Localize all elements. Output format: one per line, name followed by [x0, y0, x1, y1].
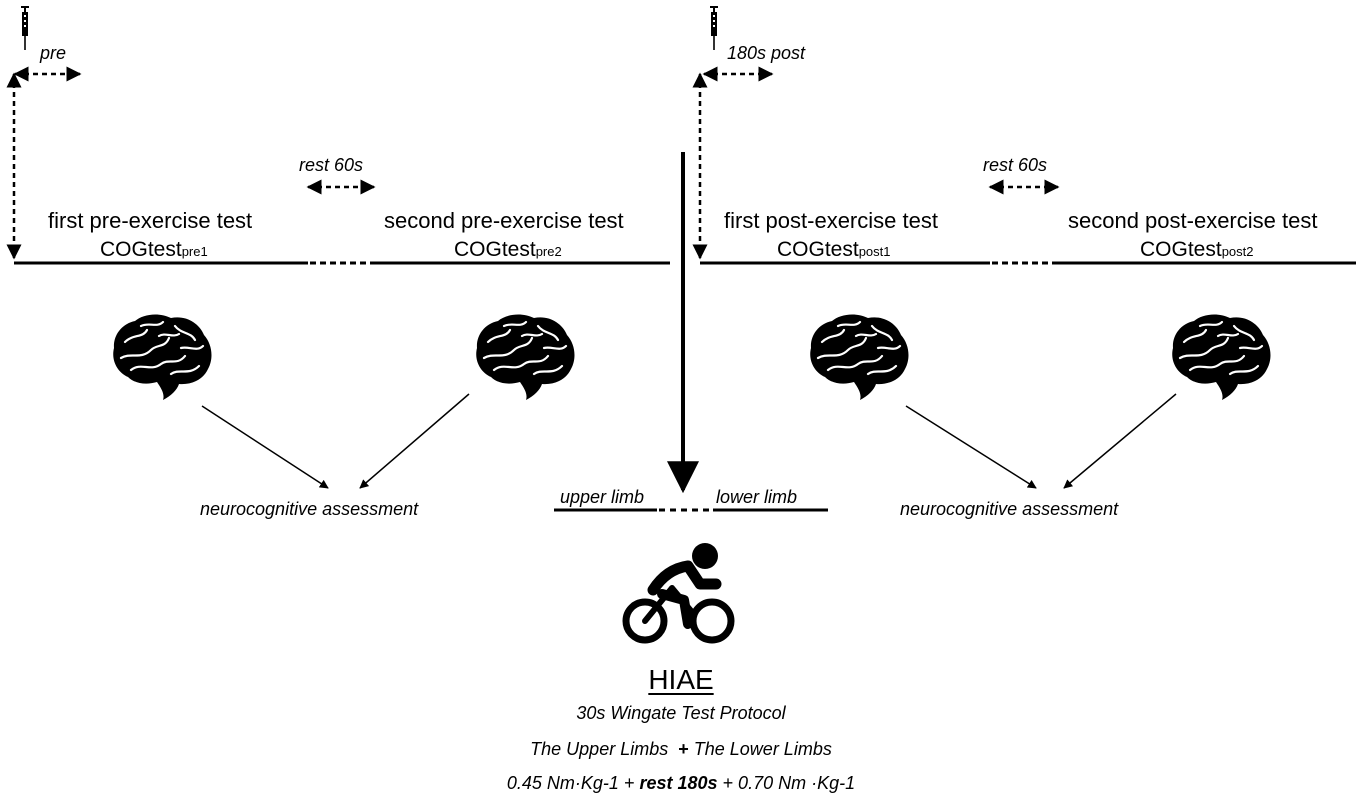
cog-subscript: post1: [858, 244, 891, 259]
test-pre1-cog: COGtestpre1: [100, 239, 208, 260]
arrow-brain-post1-to-assessment: [905, 405, 1037, 489]
test-pre2-title: second pre-exercise test: [384, 208, 624, 233]
cog-label: COGtest: [100, 238, 182, 261]
test-post1-cog: COGtestpost1: [777, 239, 891, 260]
cog-label: COGtest: [1140, 238, 1222, 261]
cog-subscript: post2: [1221, 244, 1254, 259]
hiae-limbs-lower: The Lower Limbs: [693, 739, 832, 759]
pre-marker-label: pre: [40, 43, 67, 63]
hiae-load-line: 0.45 Nm·Kg-1 + rest 180s + 0.70 Nm ·Kg-1: [0, 774, 1362, 792]
syringe-icon-pre: [21, 6, 29, 50]
arrow-brain-pre1-to-assessment: [201, 405, 329, 489]
hiae-limbs-line: The Upper Limbs + The Lower Limbs: [0, 740, 1362, 758]
arrow-brain-post2-to-assessment: [1063, 393, 1177, 489]
test-post2-cog: COGtestpost2: [1140, 239, 1254, 260]
upper-limb-label: upper limb: [560, 487, 645, 507]
hiae-load-upper: 0.45 Nm·Kg-1 +: [506, 773, 635, 793]
hiae-title: HIAE: [648, 664, 714, 695]
test-pre1-title: first pre-exercise test: [48, 208, 253, 233]
test-pre2-cog: COGtestpre2: [454, 239, 562, 260]
hiae-limbs-plus: +: [678, 739, 689, 759]
hiae-protocol: 30s Wingate Test Protocol: [576, 703, 786, 723]
hiae-load-lower: + 0.70 Nm ·Kg-1: [722, 773, 856, 793]
rest-right-label: rest 60s: [983, 155, 1048, 175]
cog-subscript: pre1: [181, 244, 208, 259]
cyclist-icon: [622, 543, 735, 644]
post-marker-label: 180s post: [727, 43, 806, 63]
brain-icon-post1: [809, 313, 910, 402]
lower-limb-label: lower limb: [716, 487, 798, 507]
hiae-limbs-upper: The Upper Limbs: [530, 739, 669, 759]
assessment-left-label: neurocognitive assessment: [200, 499, 419, 519]
test-post2-title: second post-exercise test: [1068, 208, 1318, 233]
brain-icon-pre2: [475, 313, 576, 402]
hiae-load-rest: rest 180s: [639, 773, 718, 793]
brain-icon-post2: [1171, 313, 1272, 402]
assessment-right-label: neurocognitive assessment: [900, 499, 1119, 519]
brain-icon-pre1: [112, 313, 213, 402]
arrow-brain-pre2-to-assessment: [359, 393, 470, 489]
cog-subscript: pre2: [535, 244, 562, 259]
cog-label: COGtest: [454, 238, 536, 261]
rest-left-label: rest 60s: [299, 155, 364, 175]
cog-label: COGtest: [777, 238, 859, 261]
syringe-icon-post: [710, 6, 718, 50]
test-post1-title: first post-exercise test: [724, 208, 938, 233]
